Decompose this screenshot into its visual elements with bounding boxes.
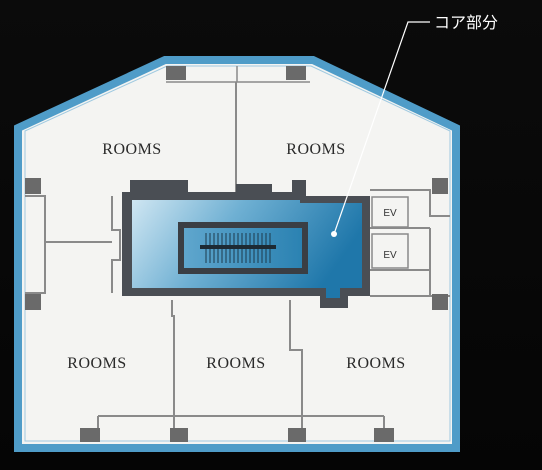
room-label-top-left: ROOMS [102,141,161,158]
ev-label-lower: EV [383,250,397,261]
column [80,428,100,442]
ev-label-upper: EV [383,208,397,219]
column [432,294,448,310]
elevator-upper [371,196,409,228]
column [374,428,394,442]
room-label-top-right: ROOMS [286,141,345,158]
room-label-bottom-right: ROOMS [346,355,405,372]
column [25,294,41,310]
stair-landing-bar [200,245,276,249]
column [166,66,186,80]
core-callout: コア部分 [333,13,498,235]
elevators: EV EV [371,196,409,269]
top-facade [166,66,310,83]
column [288,428,306,442]
core [122,180,370,308]
column [170,428,188,442]
column [432,178,448,194]
column [25,178,41,194]
elevator-lower [371,233,409,269]
columns [25,66,448,442]
callout-label: コア部分 [434,13,498,32]
room-label-bottom-center: ROOMS [206,355,265,372]
room-label-bottom-left: ROOMS [67,355,126,372]
callout-leader-line [333,21,430,235]
column [286,66,306,80]
